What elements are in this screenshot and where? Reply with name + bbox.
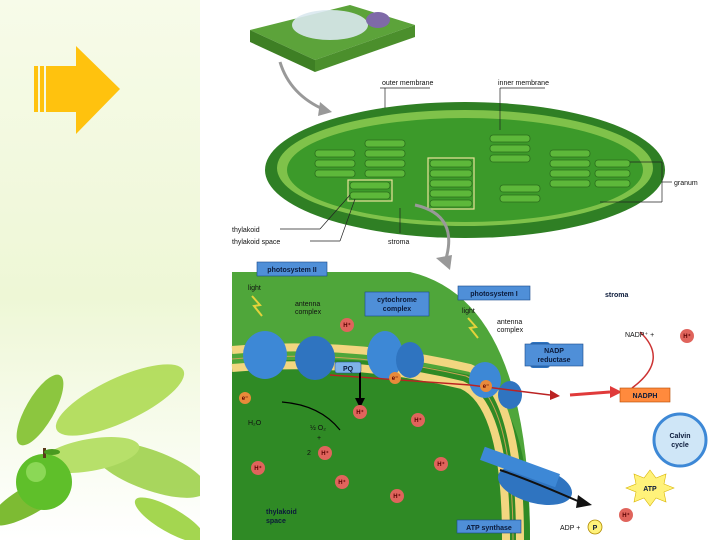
label-atp-synthase: ATP synthase	[466, 525, 512, 532]
label-nadp-line1: NADP	[544, 348, 564, 355]
label-plus: +	[317, 435, 321, 442]
label-thylakoid-space-lower-1: thylakoid	[266, 509, 297, 516]
label-light-2: light	[462, 308, 475, 315]
label-cytochrome-line1: cytochrome	[377, 297, 417, 304]
label-p: P	[593, 525, 598, 532]
label-antenna-1b: complex	[295, 309, 322, 316]
label-nadph: NADPH	[633, 393, 658, 400]
label-nadp-line2: reductase	[537, 357, 570, 364]
green-leaves-apple-icon	[0, 364, 200, 540]
right-arrow-icon	[34, 46, 120, 134]
photosynthesis-diagram: outer membrane inner membrane granum thy…	[231, 5, 720, 540]
svg-text:H⁺: H⁺	[622, 512, 630, 519]
atp-starburst: ATP	[625, 469, 675, 507]
svg-text:H⁺: H⁺	[254, 465, 262, 472]
svg-text:H⁺: H⁺	[437, 461, 445, 468]
label-thylakoid: thylakoid	[232, 227, 260, 234]
light-reactions-panel	[231, 272, 720, 540]
leaf-cell-illustration	[250, 5, 415, 72]
label-adp-plus: ADP +	[560, 525, 580, 532]
label-nadp-plus: NADP⁺ +	[625, 332, 654, 339]
hydrogen-ion-markers: H⁺ H⁺ H⁺ H⁺ H⁺ H⁺ H⁺ H⁺ H⁺ H⁺	[251, 318, 694, 522]
label-antenna-2b: complex	[497, 327, 524, 334]
chloroplast-illustration	[265, 102, 665, 238]
label-thylakoid-space-lower-2: space	[266, 518, 286, 525]
label-pq: PQ	[343, 366, 354, 373]
label-cytochrome-line2: complex	[383, 306, 412, 313]
label-light-1: light	[248, 285, 261, 292]
label-granum: granum	[674, 180, 698, 187]
label-thylakoid-space: thylakoid space	[232, 239, 280, 246]
label-stroma-lower: stroma	[605, 292, 628, 299]
svg-text:H⁺: H⁺	[343, 322, 351, 329]
svg-text:Calvin: Calvin	[669, 433, 690, 440]
phosphate-icon	[587, 519, 603, 535]
svg-text:cycle: cycle	[671, 442, 689, 449]
label-antenna-1a: antenna	[295, 301, 320, 308]
svg-text:e⁻: e⁻	[392, 376, 399, 382]
label-stroma: stroma	[388, 239, 410, 246]
label-photosystem-i: photosystem I	[470, 291, 518, 298]
label-outer-membrane: outer membrane	[382, 80, 433, 87]
label-inner-membrane: inner membrane	[498, 80, 549, 87]
label-half-o2: ½ O₂	[310, 424, 326, 432]
svg-text:H⁺: H⁺	[356, 409, 364, 416]
svg-text:ATP: ATP	[643, 486, 657, 493]
svg-text:H⁺: H⁺	[321, 450, 329, 457]
calvin-cycle-circle: Calvin cycle	[652, 412, 708, 468]
svg-text:e⁻: e⁻	[483, 384, 490, 390]
label-photosystem-ii: photosystem II	[267, 267, 316, 274]
svg-text:e⁻: e⁻	[242, 396, 249, 402]
svg-text:H⁺: H⁺	[393, 493, 401, 500]
label-antenna-2a: antenna	[497, 319, 522, 326]
electron-markers: e⁻ e⁻ e⁻	[239, 372, 492, 404]
svg-text:H⁺: H⁺	[683, 333, 691, 340]
label-two: 2	[307, 450, 311, 457]
svg-text:H⁺: H⁺	[338, 479, 346, 486]
label-h2o: H₂O	[248, 420, 262, 427]
svg-text:H⁺: H⁺	[414, 417, 422, 424]
left-decoration-panel	[0, 0, 200, 540]
